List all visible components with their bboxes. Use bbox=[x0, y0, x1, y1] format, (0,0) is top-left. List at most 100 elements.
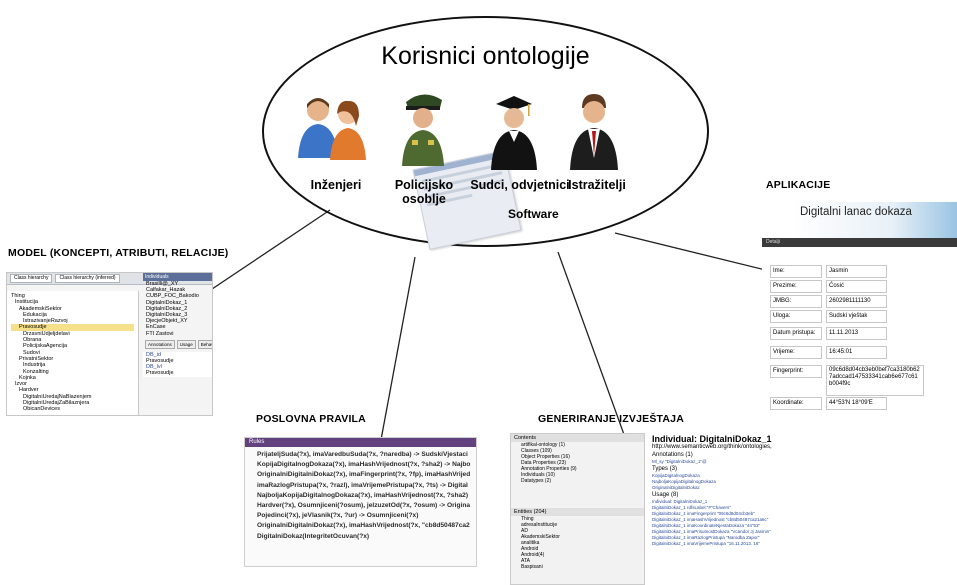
usage-item[interactable]: DigitalniDokaz_1 rdfsLabel:"#"Chavers" bbox=[652, 505, 731, 510]
field-row-fingerprint: Fingerprint: 09c6d8d04cb3eb0bef7ca3180b6… bbox=[770, 365, 924, 396]
contents-panel: Contents artifikal-ontology (1) Classes … bbox=[510, 433, 645, 585]
annotation-item: Pravosudje bbox=[146, 358, 174, 365]
tree-item[interactable]: Izvor bbox=[15, 381, 27, 388]
tree-item[interactable]: Pravosudje bbox=[11, 324, 134, 331]
individual-item[interactable]: DjecjeObjekt_XY bbox=[146, 318, 188, 325]
tab-behavior[interactable]: Behavior bbox=[197, 339, 212, 349]
usage-item[interactable]: DigitalniDokaz_1 imaHashVrijednost "cb8d… bbox=[652, 517, 769, 522]
type-item[interactable]: OriginalniDigitalniDokaz bbox=[652, 485, 700, 490]
field-value[interactable]: Ćosić bbox=[826, 280, 887, 293]
field-value[interactable]: 11.11.2013 bbox=[826, 327, 887, 340]
contents-item[interactable]: Classes (109) bbox=[521, 448, 552, 454]
individual-item[interactable]: Calfakar_Hazak bbox=[146, 287, 186, 294]
usage-item[interactable]: DigitalniDokaz_1 imaVrijemePristupa "16.… bbox=[652, 541, 761, 546]
type-item[interactable]: KopijaDigitalnogDokaza bbox=[652, 473, 700, 478]
field-value[interactable]: 09c6d8d04cb3eb0bef7ca3180b627adccad14753… bbox=[826, 365, 924, 396]
rule-item[interactable]: PrijateljSuda(?x), imaVaredbuSuda(?x, ?n… bbox=[257, 451, 468, 458]
tree-item[interactable]: Kojnka bbox=[19, 374, 36, 381]
usage-item[interactable]: Individual: DigitalniDokaz_1 bbox=[652, 499, 708, 504]
tree-item[interactable]: Obrana bbox=[23, 337, 42, 344]
individual-detail-panel: Individual: DigitalniDokaz_1 http://www.… bbox=[652, 433, 795, 585]
entity-item[interactable]: analitika bbox=[521, 540, 540, 546]
individual-item[interactable]: DigitalniDokaz_3 bbox=[146, 312, 188, 319]
contents-item[interactable]: Datatypes (2) bbox=[521, 478, 552, 484]
tree-item[interactable]: Sudovi bbox=[23, 349, 40, 356]
entity-item[interactable]: Thing bbox=[521, 516, 534, 522]
individual-item[interactable]: Brasilli@_XY bbox=[146, 281, 179, 287]
tree-item[interactable]: Thing bbox=[11, 293, 25, 299]
tree-item[interactable]: PrivatniSektor bbox=[19, 355, 54, 362]
individual-iri[interactable]: http://www.semanticweb.org/think/ontolog… bbox=[652, 444, 772, 450]
business-rules-screenshot: Rules PrijateljSuda(?x), imaVaredbuSuda(… bbox=[244, 437, 477, 567]
entity-item[interactable]: Baspisani bbox=[521, 564, 543, 570]
details-panel-header: Detalji bbox=[762, 238, 957, 247]
rule-item[interactable]: Pojedinci(?x), jeVlasnik(?x, ?ur) -> Osu… bbox=[257, 512, 419, 520]
field-row-vrijeme: Vrijeme: 16:45:01 bbox=[770, 346, 887, 359]
tree-item[interactable]: Hardver bbox=[19, 387, 39, 394]
entity-item[interactable]: adresaInstitucije bbox=[521, 522, 558, 528]
section-label-rules: POSLOVNA PRAVILA bbox=[256, 413, 366, 425]
tree-item[interactable]: PolicijskaAgencija bbox=[23, 343, 68, 350]
contents-item[interactable]: Object Properties (16) bbox=[521, 454, 570, 460]
usage-item[interactable]: DigitalniDokaz_1 imaFingerprint "09c6d8d… bbox=[652, 511, 755, 516]
individual-item[interactable]: EnCase bbox=[146, 324, 166, 331]
diagram-title: Korisnici ontologije bbox=[381, 42, 590, 70]
individual-item[interactable]: CUBP_FOC_Bakodio bbox=[146, 293, 199, 300]
entity-item[interactable]: AkademskiSektor bbox=[521, 534, 560, 540]
tree-item[interactable]: Konzalting bbox=[23, 368, 49, 375]
individual-item[interactable]: DigitalniDokaz_2 bbox=[146, 305, 188, 312]
rules-list: PrijateljSuda(?x), imaVaredbuSuda(?x, ?n… bbox=[245, 447, 476, 542]
individual-item[interactable]: DigitalniDokaz_1 bbox=[146, 299, 188, 306]
tree-item[interactable]: DrzavniUdjeljdelavi bbox=[23, 330, 70, 337]
field-value[interactable]: Jasmin bbox=[826, 265, 887, 278]
user-label-engineers: Inženjeri bbox=[310, 178, 362, 192]
report-screenshot: Contents artifikal-ontology (1) Classes … bbox=[510, 433, 795, 585]
entity-item[interactable]: Android bbox=[521, 546, 539, 552]
annotations-list: DB_id Pravosudje DB_lvl Pravosudje bbox=[143, 351, 212, 377]
tree-item[interactable]: Industrija bbox=[23, 362, 46, 369]
field-row-ime: Ime: Jasmin bbox=[770, 265, 887, 278]
tab-class-hierarchy-inferred[interactable]: Class hierarchy (inferred) bbox=[55, 274, 120, 283]
usage-item[interactable]: DigitalniDokaz_1 imaPrisutnostDokaza "Vc… bbox=[652, 529, 771, 534]
ontology-users-ellipse bbox=[262, 16, 709, 247]
section-label-report: GENERIRANJE IZVJEŠTAJA bbox=[538, 413, 684, 425]
annotation-item: DB_lvl bbox=[146, 364, 162, 371]
contents-item[interactable]: Individuals (10) bbox=[521, 472, 555, 478]
tree-item[interactable]: Institucija bbox=[15, 299, 38, 306]
tab-annotations[interactable]: Annotations bbox=[145, 339, 175, 349]
tab-usage[interactable]: Usage bbox=[176, 339, 196, 349]
rule-item[interactable]: NajboljaKopijaDigitalnogDokaza(?x), imaH… bbox=[257, 491, 469, 499]
section-label-model: MODEL (KONCEPTI, ATRIBUTI, RELACIJE) bbox=[8, 247, 229, 259]
type-item[interactable]: NajboljaKopijaDigitalnogDokaza bbox=[652, 479, 717, 484]
rule-item[interactable]: OriginalniDigitalniDokaz(?x), imaHashVri… bbox=[257, 522, 470, 530]
tree-item[interactable]: ObicanDevices bbox=[23, 406, 60, 413]
contents-item[interactable]: artifikal-ontology (1) bbox=[521, 442, 565, 448]
contents-item[interactable]: Data Properties (23) bbox=[521, 460, 567, 466]
usage-item[interactable]: DigitalniDokaz_1 imaKoordinateNjestaDoka… bbox=[652, 523, 761, 528]
tree-item[interactable]: DigitalniUredajZaBilaznjera bbox=[23, 400, 90, 407]
field-label: Vrijeme: bbox=[770, 346, 822, 359]
usage-item[interactable]: DigitalniDokaz_1 imaRazlogPristupa "Naro… bbox=[652, 535, 760, 540]
contents-item[interactable]: Annotation Properties (9) bbox=[521, 466, 577, 472]
entity-item[interactable]: ATA bbox=[521, 558, 530, 564]
rule-item[interactable]: imaRazlogPristupa(?x, ?razl), imaVrijeme… bbox=[257, 481, 468, 489]
entity-item[interactable]: AD bbox=[521, 528, 528, 534]
tree-item[interactable]: AkademskiSektor bbox=[19, 305, 62, 312]
rule-item[interactable]: Hardver(?x), Osumnjiceni(?osum), jeIzuze… bbox=[257, 502, 471, 510]
individual-item[interactable]: FTI Zastovi bbox=[146, 330, 174, 337]
engineers-icon bbox=[292, 92, 372, 177]
tree-item[interactable]: DigitalniUredajNaBlazenjem bbox=[23, 393, 92, 400]
annotation-value: Ml_sy "DigitalniDokaz_1"@ bbox=[652, 459, 707, 464]
rule-item[interactable]: OriginalniDigitalniDokaz(?x), imaFingerp… bbox=[257, 471, 471, 479]
field-value[interactable]: Sudski vještak bbox=[826, 310, 887, 323]
tree-item[interactable]: Edukacija bbox=[23, 311, 47, 318]
rule-item[interactable]: DigitalniDokaz(IntegritetOcuvan(?x) bbox=[257, 532, 370, 540]
tab-class-hierarchy[interactable]: Class hierarchy bbox=[10, 274, 53, 283]
tree-item[interactable]: IstrazivanjeRazvoj bbox=[23, 318, 68, 325]
field-value[interactable]: 44°53'N 18°09'E bbox=[826, 397, 887, 410]
field-value[interactable]: 2602981111130 bbox=[826, 295, 887, 308]
field-row-koordinate: Koordinate: 44°53'N 18°09'E bbox=[770, 397, 887, 410]
field-value[interactable]: 16:45:01 bbox=[826, 346, 887, 359]
entity-item[interactable]: Android(4) bbox=[521, 552, 545, 558]
rule-item[interactable]: KopijaDigitalnogDokaza(?x), imaHashVrije… bbox=[257, 461, 471, 469]
